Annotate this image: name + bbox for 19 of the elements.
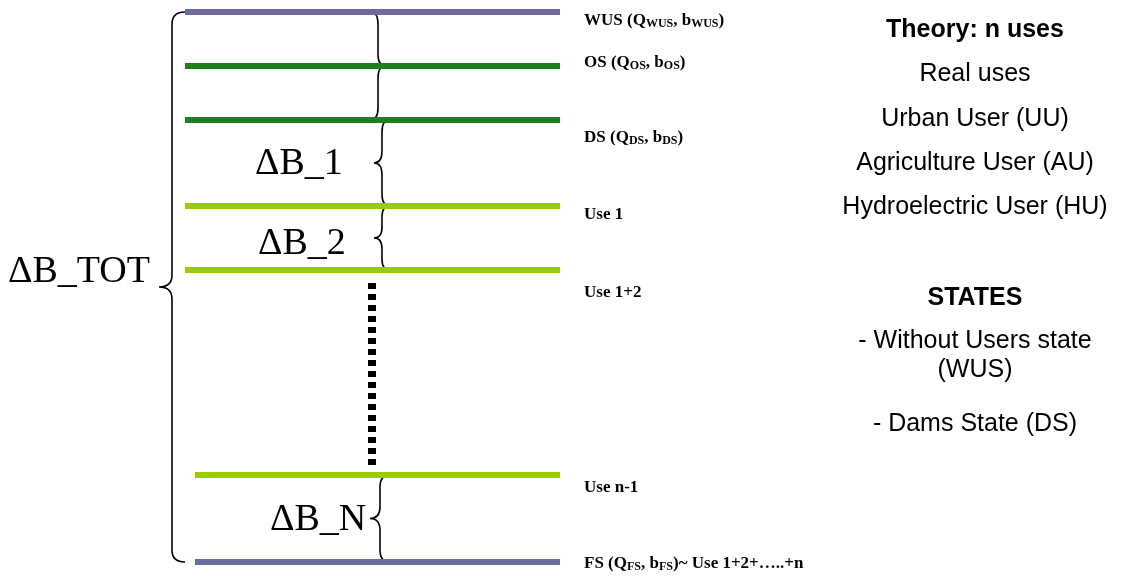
list-item: Hydroelectric User (HU): [841, 191, 1109, 220]
delta-label: ΔB_1: [255, 140, 343, 184]
level-label: OS (Q$_{OS}$, b$_{OS}$): [584, 53, 686, 71]
delta-label: ΔB_2: [258, 220, 346, 264]
list-item: - Without Users state (WUS): [857, 325, 1093, 383]
delta-label: ΔB_N: [270, 496, 367, 540]
level-label: Use 1: [584, 205, 624, 222]
list-item: - Dams State (DS): [871, 408, 1079, 437]
list-item: Real uses: [918, 58, 1032, 87]
list-item: Urban User (UU): [880, 103, 1070, 132]
level-label: DS (Q$_{DS}$, b$_{DS}$): [584, 128, 684, 146]
level-label: FS (Q$_{FS}$, b$_{FS}$)~ Use 1+2+…..+n: [584, 554, 804, 572]
delta-label: ΔB_TOT: [8, 248, 150, 292]
level-label: Use n-1: [584, 478, 639, 495]
level-label: WUS (Q$_{WUS}$, b$_{WUS}$): [584, 11, 725, 29]
list-item: Agriculture User (AU): [855, 147, 1095, 176]
heading: Theory: n uses: [885, 14, 1065, 43]
level-label: Use 1+2: [584, 283, 642, 300]
heading: STATES: [926, 282, 1024, 311]
